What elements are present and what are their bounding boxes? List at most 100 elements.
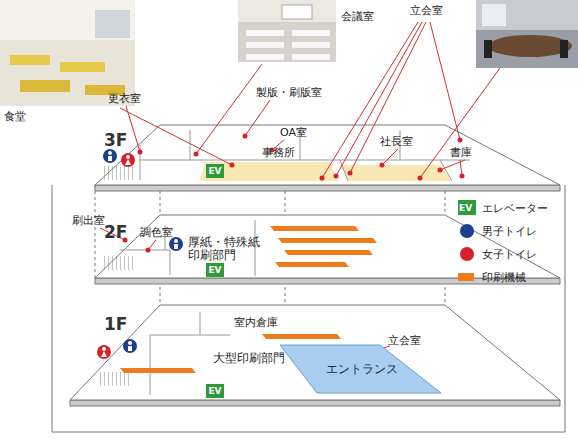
room-label: 更衣室 (108, 92, 141, 105)
drawing-rect (484, 40, 492, 58)
drawing-rect (108, 156, 112, 161)
drawing-rect (104, 256, 134, 270)
drawing-rect (292, 54, 330, 60)
floor-label: 3F (104, 134, 127, 147)
legend-swatch (458, 273, 474, 281)
drawing-rect (246, 30, 284, 36)
drawing-circle (108, 151, 112, 155)
drawing-circle (230, 163, 235, 168)
drawing-rect (292, 42, 330, 48)
drawing-rect (476, 0, 578, 68)
elevator-label: EV (208, 264, 221, 276)
drawing-polygon (95, 185, 560, 191)
drawing-circle (121, 153, 135, 167)
drawing-rect (10, 55, 50, 65)
drawing-rect (282, 5, 312, 19)
drawing-circle (123, 339, 137, 353)
drawing-line (440, 160, 465, 170)
drawing-rect (476, 0, 578, 30)
drawing-rect (60, 62, 105, 72)
room-label: 立会室 (410, 4, 443, 17)
drawing-line (350, 22, 426, 173)
meeting-room-photo (238, 0, 336, 62)
drawing-circle (128, 341, 132, 345)
drawing-circle (103, 149, 117, 163)
elevator-icon-text: EV (459, 202, 472, 214)
drawing-rect (560, 40, 568, 58)
callout-dots (123, 134, 465, 358)
canteen-photo (0, 0, 135, 106)
drawing-polygon (101, 351, 107, 357)
drawing-line (52, 432, 565, 433)
floor-slabs (70, 125, 560, 406)
room-label: OA室 (280, 126, 307, 139)
drawing-rect (246, 42, 284, 48)
room-label: 製版・刷版室 (256, 86, 322, 99)
drawing-rect (0, 0, 135, 106)
drawing-polygon (70, 305, 560, 400)
drawing-polyline (150, 335, 151, 395)
drawing-polygon (340, 165, 452, 181)
drawing-polygon (95, 215, 560, 278)
area-label: エントランス (326, 363, 398, 375)
drawing-line (565, 185, 566, 432)
drawing-polygon (125, 159, 131, 165)
elevator-box: EV (206, 384, 224, 398)
drawing-polygon (70, 400, 560, 406)
drawing-polygon (95, 125, 560, 185)
drawing-line (245, 100, 270, 136)
drawing-rect (128, 346, 132, 351)
drawing-rect (174, 244, 178, 249)
drawing-rect (238, 0, 336, 62)
elevator-box: EV (206, 164, 224, 178)
legend-swatch (460, 224, 474, 238)
drawing-polyline (150, 335, 230, 336)
drawing-rect (104, 166, 134, 180)
drawing-circle (460, 174, 465, 179)
floor-label: 1F (104, 318, 127, 331)
drawing-rect (292, 30, 330, 36)
drawing-rect (246, 54, 284, 60)
drawing-polyline (190, 130, 470, 160)
drawing-rect (238, 0, 336, 22)
drawing-line (95, 185, 96, 278)
elevator-label: EV (208, 385, 221, 397)
legend-text: 女子トイレ (482, 247, 537, 262)
room-label: 室内倉庫 (234, 316, 278, 329)
drawing-circle (169, 237, 183, 251)
drawing-rect (0, 0, 135, 40)
room-label: 刷出室 (72, 214, 105, 227)
entrance-fill (280, 345, 441, 393)
elevator-box: EV (206, 263, 224, 277)
drawing-polygon (278, 238, 377, 243)
entrance-area: エントランス (262, 344, 442, 394)
drawing-circle (146, 248, 151, 253)
drawing-circle (194, 152, 199, 157)
drawing-polygon (262, 334, 341, 339)
leader-lines (100, 22, 500, 355)
room-label: 会議室 (341, 10, 374, 23)
drawing-circle (458, 138, 463, 143)
legend-text: 男子トイレ (482, 224, 537, 239)
legend-text: エレベーター (482, 201, 548, 216)
inspection-room-photo (476, 0, 578, 68)
room-label: 調色室 (140, 226, 173, 239)
drawing-polyline (340, 160, 348, 181)
room-label: 厚紙・特殊紙 印刷部門 (188, 236, 266, 262)
drawing-line (120, 108, 232, 165)
room-label: 書庫 (450, 146, 472, 159)
legend-swatch (460, 247, 474, 261)
drawing-circle (97, 345, 111, 359)
drawing-circle (348, 171, 353, 176)
drawing-circle (418, 176, 423, 181)
drawing-line (126, 106, 140, 152)
drawing-line (322, 22, 418, 178)
drawing-ellipse (488, 35, 572, 57)
drawing-polygon (284, 250, 373, 255)
drawing-polygon (275, 262, 349, 267)
drawing-line (336, 22, 422, 176)
drawing-circle (380, 163, 385, 168)
drawing-circle (102, 347, 106, 351)
toilet-icons (97, 149, 183, 359)
